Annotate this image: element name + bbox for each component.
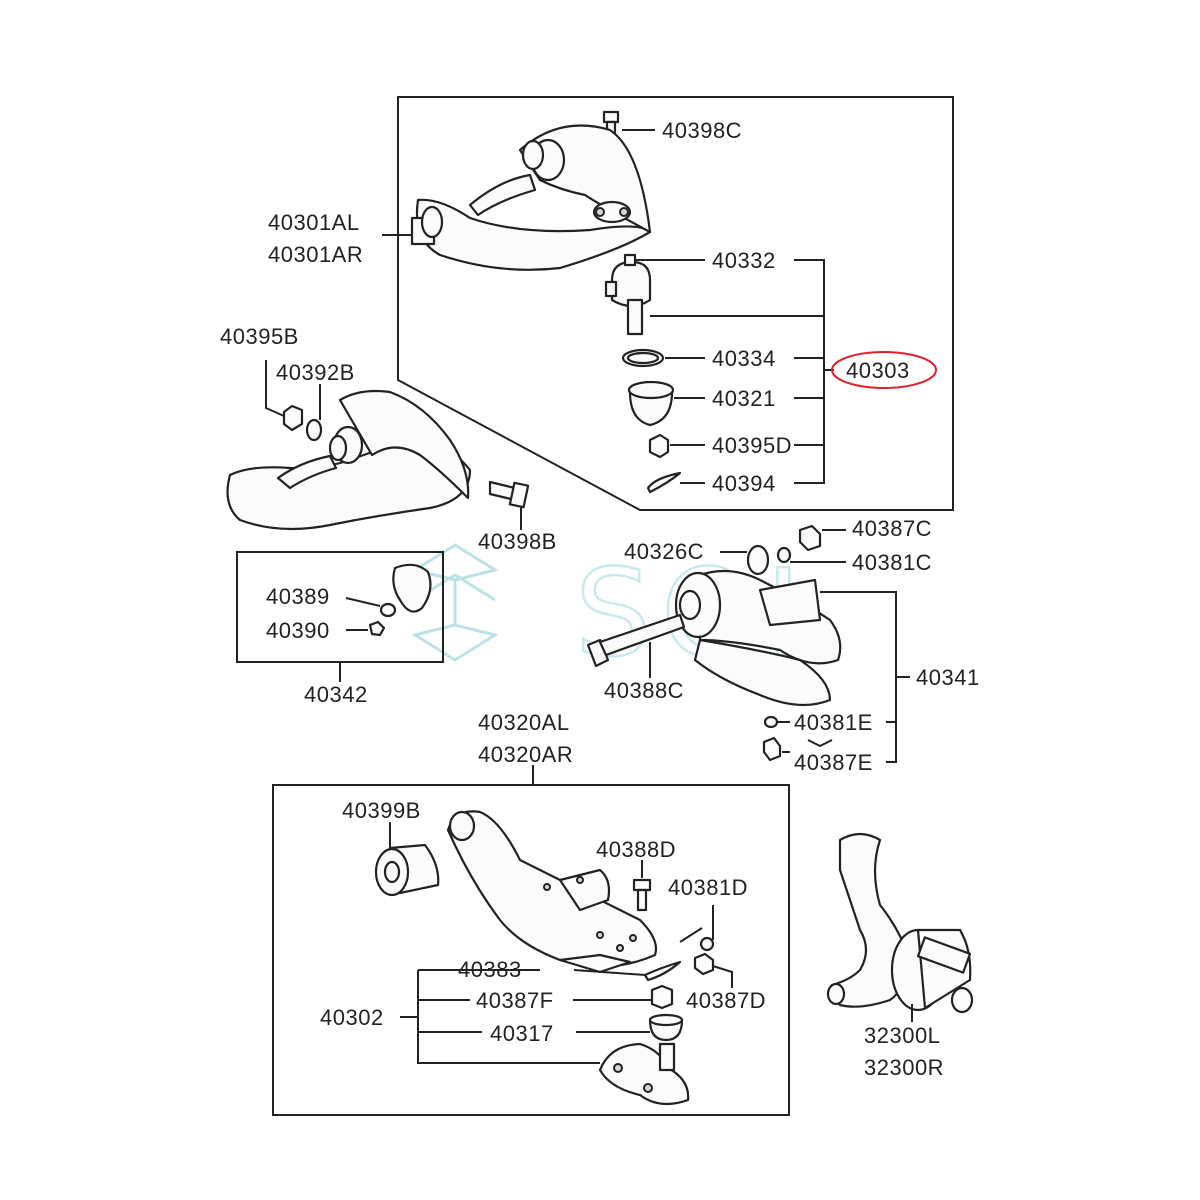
nut-40387d-icon: [693, 952, 715, 976]
label-40395d: 40395D: [712, 433, 792, 458]
label-40387c: 40387C: [852, 516, 932, 541]
label-40341: 40341: [916, 665, 980, 690]
bracket-40303: [794, 259, 834, 484]
nut-40387c-icon: [798, 524, 822, 552]
cotter-pin-40394-icon: [646, 471, 682, 494]
bolt-40388d-icon: [632, 878, 652, 912]
label-32300r: 32300R: [864, 1055, 944, 1080]
label-40394: 40394: [712, 471, 776, 496]
cotter-pin-40383-icon: [643, 960, 682, 982]
leader-40395b: [265, 360, 285, 417]
label-40301al: 40301AL: [268, 210, 360, 235]
label-40326c: 40326C: [624, 539, 704, 564]
label-40392b: 40392B: [276, 360, 355, 385]
label-40342: 40342: [304, 682, 368, 707]
label-32300l: 32300L: [864, 1023, 940, 1048]
nut-40387f-icon: [650, 984, 674, 1010]
bolt-40398b-icon: [488, 480, 530, 509]
ball-joint-40332-icon: [604, 253, 652, 336]
bushing-40399b-icon: [374, 843, 440, 897]
washer-40381d-icon: [699, 936, 715, 952]
part-labels: 40398C 40301AL 40301AR 40332 40334 40303…: [220, 118, 980, 1080]
lower-control-arm-icon: [446, 810, 658, 974]
nut-40387e-icon: [762, 736, 782, 762]
label-40387e: 40387E: [794, 750, 873, 775]
ring-inner-icon: [626, 351, 660, 365]
label-40381d: 40381D: [668, 875, 748, 900]
highlight-40303: [831, 351, 937, 389]
bracket-40341: [820, 591, 910, 763]
leader-40389: [345, 597, 381, 607]
dust-boot-40321-icon: [627, 380, 675, 427]
nut-40395b-icon: [282, 404, 304, 432]
strut-bar-icon: [674, 569, 842, 707]
sol-logo-icon: [411, 543, 499, 662]
washer-40392b-icon: [305, 418, 323, 442]
label-40381e: 40381E: [794, 710, 873, 735]
label-40321: 40321: [712, 386, 776, 411]
label-40320al: 40320AL: [478, 710, 570, 735]
steering-knuckle-icon: [826, 832, 974, 1014]
label-40387f: 40387F: [476, 988, 554, 1013]
label-40398b: 40398B: [478, 529, 557, 554]
label-40390: 40390: [266, 618, 330, 643]
lower-ball-joint-icon: [598, 1042, 690, 1106]
bumper-icon: [392, 563, 432, 613]
label-40388c: 40388C: [604, 678, 684, 703]
nut-40395d-icon: [648, 433, 670, 459]
bracket-40302: [400, 969, 652, 1064]
bushing-40326c-icon: [746, 544, 770, 576]
label-40381c: 40381C: [852, 550, 932, 575]
lower-arm-box: [272, 784, 790, 1116]
nut-40390-icon: [368, 620, 386, 637]
label-40395b: 40395B: [220, 324, 299, 349]
label-40389: 40389: [266, 584, 330, 609]
leaders-40381e-40387e: [778, 721, 833, 753]
washer-40389-icon: [379, 602, 397, 618]
label-40320ar: 40320AR: [478, 742, 573, 767]
washer-40381c-icon: [776, 546, 792, 564]
label-40383: 40383: [458, 957, 522, 982]
label-40399b: 40399B: [342, 798, 421, 823]
label-40388d: 40388D: [596, 837, 676, 862]
leader-40381d: [679, 905, 714, 943]
label-40317: 40317: [490, 1021, 554, 1046]
bolt-40388c-icon: [586, 613, 686, 668]
boot-40317-icon: [648, 1013, 684, 1042]
upper-arm-left-icon: [226, 389, 472, 531]
label-40334: 40334: [712, 346, 776, 371]
washer-40381e-icon: [763, 715, 779, 729]
label-40387d: 40387D: [686, 988, 766, 1013]
upper-control-arm-icon: [410, 124, 652, 271]
upper-arm-box: [397, 96, 954, 511]
label-40398c: 40398C: [662, 118, 742, 143]
label-40302: 40302: [320, 1005, 384, 1030]
label-40301ar: 40301AR: [268, 242, 363, 267]
label-40332: 40332: [712, 248, 776, 273]
leader-40387d: [712, 965, 733, 988]
label-40303[interactable]: 40303: [846, 358, 910, 383]
